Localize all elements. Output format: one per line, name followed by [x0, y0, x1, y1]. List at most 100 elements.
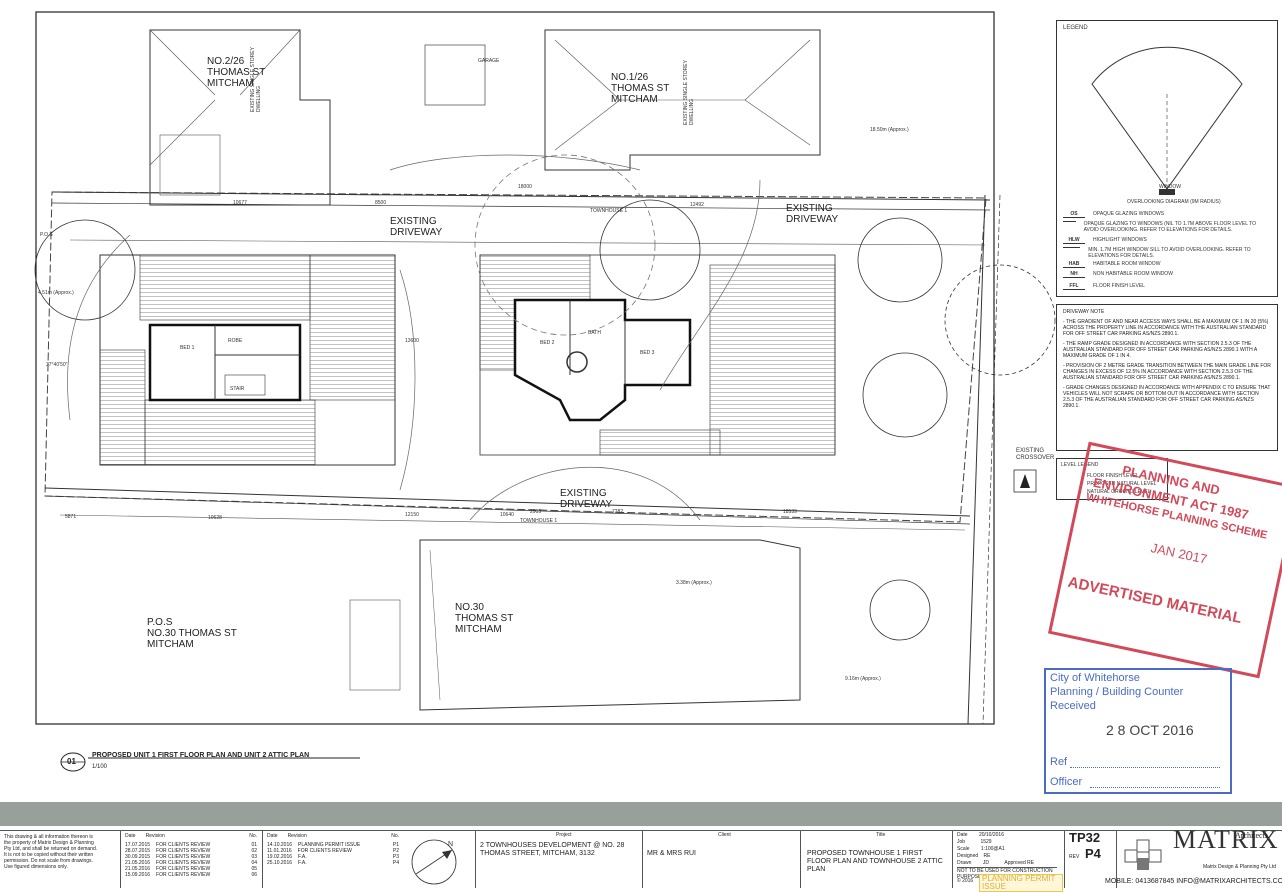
label-bed3: BED 3 — [640, 350, 655, 356]
dim-8500: 8500 — [375, 200, 387, 206]
level-legend-row: FLOOR FINISH LEVEL — [1087, 473, 1139, 479]
neighbour-no2-26 — [149, 29, 331, 206]
info-cell: Date 20/10/2016 Job 1529 Scale 1:100@A1 … — [952, 830, 1063, 892]
label-bed2: BED 2 — [540, 340, 555, 346]
driveway-note-paragraph: - THE GRADIENT OF AND NEAR ACCESS WAYS S… — [1063, 319, 1269, 337]
property-boundary — [44, 191, 987, 523]
label-pos-no30: P.O.S NO.30 THOMAS ST MITCHAM — [147, 617, 237, 650]
label-dwelling-note-1: EXISTING SINGLE STOREY DWELLING — [250, 47, 262, 112]
client-text: MR & MRS RUI — [647, 850, 696, 857]
label-bed1: BED 1 — [180, 345, 195, 351]
label-driveway-left: EXISTING DRIVEWAY — [390, 216, 443, 238]
tree — [857, 217, 943, 303]
label-garage: GARAGE — [478, 58, 500, 64]
townhouse-2-roof — [479, 254, 836, 456]
fence-line-bottom — [44, 487, 971, 517]
label-no1-26: NO.1/26 THOMAS ST MITCHAM — [611, 72, 670, 105]
fence-line-top — [51, 191, 991, 201]
legend-row: MIN. 1.7M HIGH WINDOW SILL TO AVOID OVER… — [1063, 247, 1268, 259]
stamp-blue-line3: Received — [1050, 700, 1096, 712]
dim-18000: 18000 — [518, 184, 532, 190]
dim-7282: 7282 — [612, 509, 624, 515]
council-received-stamp: City of Whitehorse Planning / Building C… — [1044, 668, 1232, 794]
legend-heading: LEGEND — [1063, 25, 1088, 31]
label-driveway-bottom: EXISTING DRIVEWAY — [560, 488, 613, 510]
dim-12492: 12492 — [690, 202, 704, 208]
project-cell: Project 2 TOWNHOUSES DEVELOPMENT @ NO. 2… — [475, 830, 641, 888]
label-no2-26: NO.2/26 THOMAS ST MITCHAM — [207, 56, 266, 89]
street-line — [967, 194, 986, 725]
label-stair: STAIR — [230, 386, 245, 392]
dim-angle: 37°40'50" — [46, 362, 68, 368]
drawing-border — [35, 11, 995, 725]
driveway-note-paragraph: - GRADE CHANGES DESIGNED IN ACCORDANCE W… — [1063, 385, 1271, 409]
client-cell: Client MR & MRS RUI — [642, 830, 798, 888]
neighbour-no1-26 — [424, 29, 821, 171]
tree — [862, 352, 948, 438]
diagram-caption: OVERLOOKING DIAGRAM (9M RADIUS) — [1127, 199, 1221, 205]
tree-protection-zone — [474, 154, 656, 336]
drawing-number-symbol — [60, 752, 360, 772]
driveway-note-paragraph: - THE RAMP GRADE DESIGNED IN ACCORDANCE … — [1063, 341, 1257, 359]
dim-10677: 10677 — [233, 200, 247, 206]
tree — [34, 219, 136, 321]
level-legend-row: NATURAL GROUND LEVEL — [1087, 489, 1151, 495]
townhouse-1-roof — [99, 254, 396, 466]
fence-line-bottom-inner — [44, 495, 971, 525]
sheet-number: TP32 — [1069, 830, 1101, 845]
north-arrow-icon: N — [411, 839, 457, 885]
driveway-note-panel: DRIVEWAY NOTE - THE GRADIENT OF AND NEAR… — [1056, 304, 1278, 451]
legend-row: OPAQUE GLAZING TO WINDOWS (NIL TO 1.7M A… — [1063, 221, 1268, 233]
dim-5871: 5871 — [65, 514, 77, 520]
label-no30: NO.30 THOMAS ST MITCHAM — [455, 602, 514, 635]
project-text: 2 TOWNHOUSES DEVELOPMENT @ NO. 28 THOMAS… — [480, 842, 625, 857]
trees — [34, 154, 1056, 641]
fence-line-top-inner — [51, 202, 991, 211]
label-townhouse-1: TOWNHOUSE 1 — [590, 208, 628, 214]
drawing-number: 01 — [67, 757, 76, 766]
diagram-window-label: WINDOW — [1159, 184, 1181, 190]
stamp-red-line4: ADVERTISED MATERIAL — [1066, 573, 1244, 628]
dim-10640: 10640 — [500, 512, 514, 518]
street-line-2 — [982, 194, 1001, 725]
overlooking-diagram — [1091, 46, 1243, 195]
label-townhouse-1-bottom: TOWNHOUSE 1 — [520, 518, 558, 524]
dim-18-50m: 18.50m (Approx.) — [870, 127, 909, 133]
firm-contact: MOBILE: 0413687845 INFO@MATRIXARCHITECTS… — [1105, 878, 1282, 885]
setback-line — [69, 239, 986, 246]
garage-outline — [424, 44, 486, 106]
title-text: PROPOSED TOWNHOUSE 1 FIRST FLOOR PLAN AN… — [807, 850, 943, 873]
driveway-note-heading: DRIVEWAY NOTE — [1063, 309, 1105, 315]
level-legend-panel: LEVEL LEGEND FLOOR FINISH LEVEL PROPOSED… — [1056, 458, 1168, 500]
stamp-red-date: JAN 2017 — [1149, 540, 1209, 567]
tree — [869, 579, 931, 641]
stamp-blue-line1: City of Whitehorse — [1050, 672, 1140, 684]
townhouse-2-attic — [513, 298, 692, 422]
level-legend-heading: LEVEL LEGEND — [1061, 462, 1099, 468]
drawing-scale: 1/100 — [92, 764, 108, 770]
driveway-note-paragraph: - PROVISION OF 2 METRE GRADE TRANSITION … — [1063, 363, 1271, 381]
stamp-blue-ref: Ref — [1050, 756, 1068, 768]
grey-band — [0, 802, 1282, 826]
contour-lines — [67, 154, 761, 521]
dim-2905: 2905 — [530, 509, 542, 515]
tree-canopy — [944, 264, 1056, 376]
title-block: This drawing & all information thereon i… — [0, 800, 1282, 892]
dim-12150: 12150 — [405, 512, 419, 518]
firm-sub: Architects — [1235, 831, 1268, 840]
sheet-revision: P4 — [1085, 846, 1101, 861]
svg-text:N: N — [448, 841, 453, 848]
dim-13600: 13600 — [405, 338, 419, 344]
firm-logo-icon — [1124, 839, 1162, 870]
copyright-note: This drawing & all information thereon i… — [4, 834, 98, 870]
tree — [599, 199, 701, 301]
label-pos-side: P.O.S — [40, 232, 53, 238]
crossover-symbol — [1013, 469, 1037, 493]
